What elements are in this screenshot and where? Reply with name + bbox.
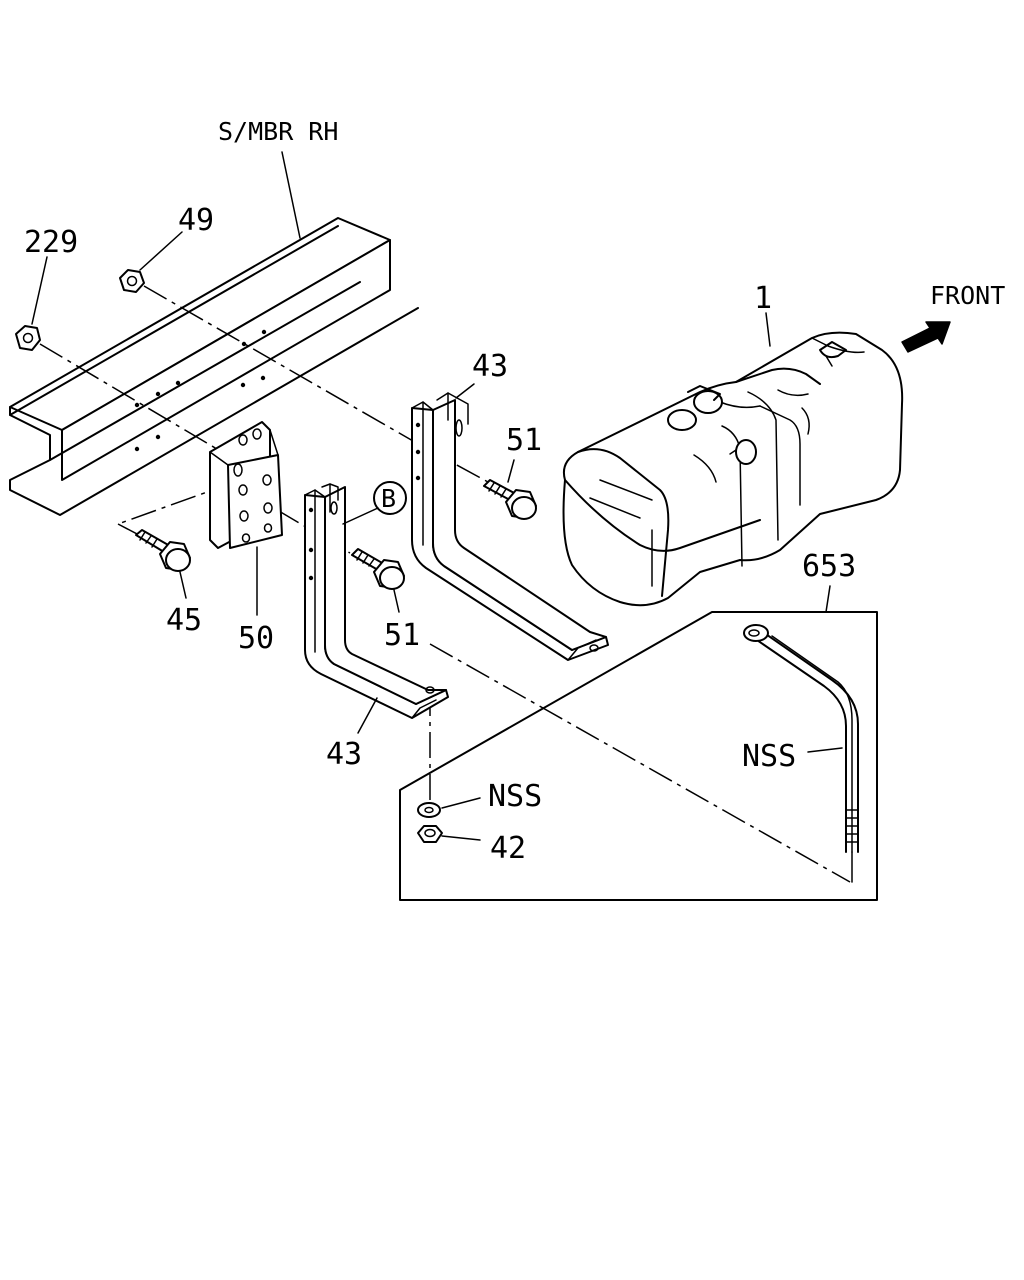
kit-653-box (399, 611, 878, 901)
bracket-43-lower (304, 483, 449, 719)
front-label: FRONT (930, 281, 1005, 310)
washer-nss (417, 802, 441, 818)
nut-42 (417, 825, 443, 843)
label-49: 49 (178, 203, 214, 238)
label-229: 229 (24, 225, 78, 260)
side-member-label: S/MBR RH (218, 117, 338, 146)
label-51-upper: 51 (506, 423, 542, 458)
label-43-lower: 43 (326, 737, 362, 772)
callout-b: B (373, 481, 407, 515)
label-45: 45 (166, 603, 202, 638)
side-member-rail (9, 217, 419, 516)
bolt-45 (135, 529, 191, 572)
bracket-50 (209, 421, 283, 549)
label-43-upper: 43 (472, 349, 508, 384)
bolt-51-upper (483, 479, 537, 520)
label-51-lower: 51 (384, 618, 420, 653)
tank-strap-nss (743, 624, 859, 853)
label-nss-strap: NSS (742, 739, 796, 774)
label-50: 50 (238, 621, 274, 656)
nut-229 (15, 325, 41, 351)
label-653: 653 (802, 549, 856, 584)
side-member-leader (281, 151, 301, 239)
arrow-front-icon (901, 321, 951, 353)
rail-holes (134, 329, 267, 452)
front-indicator: FRONT (901, 281, 1005, 353)
label-1: 1 (754, 281, 772, 316)
bolt-51-lower (351, 548, 405, 590)
nut-49 (119, 269, 145, 293)
callout-b-letter: B (381, 484, 396, 513)
label-42: 42 (490, 831, 526, 866)
label-nss-washer: NSS (488, 779, 542, 814)
bracket-43-upper (411, 392, 609, 661)
fuel-tank (562, 331, 904, 607)
strap-thread (845, 809, 859, 843)
